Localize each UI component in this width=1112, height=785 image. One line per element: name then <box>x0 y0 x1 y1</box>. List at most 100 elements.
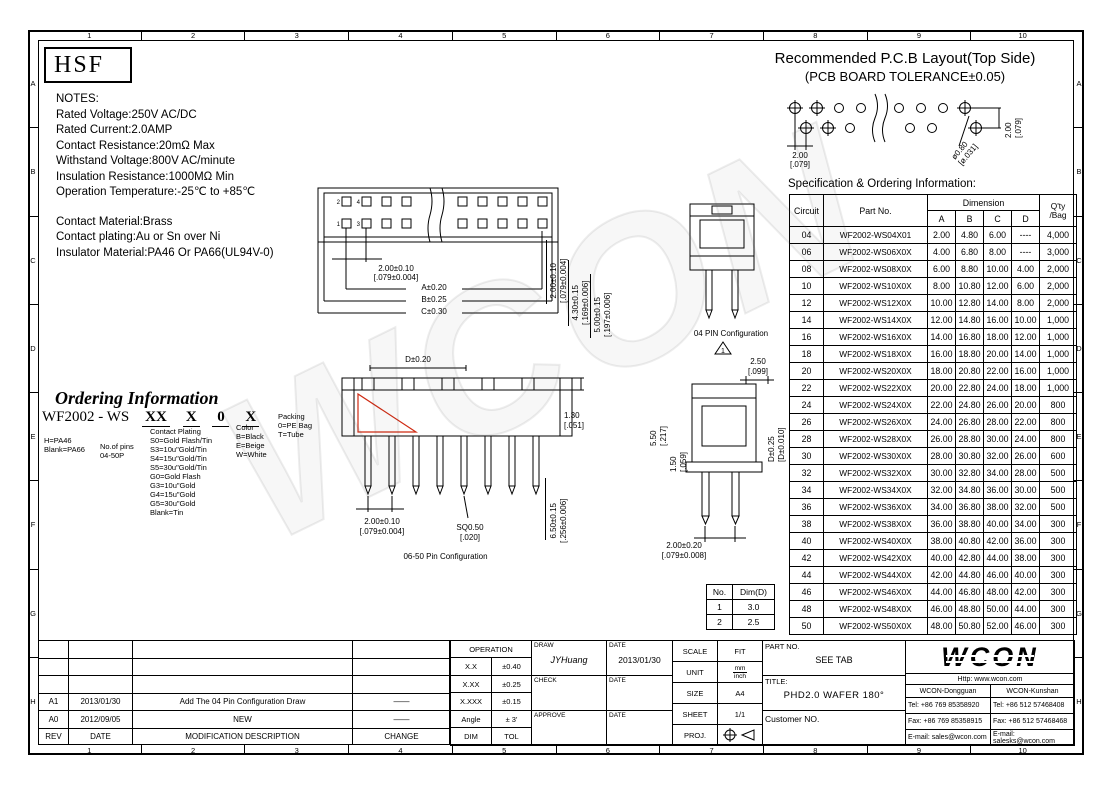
revision-cell: A1 <box>38 692 68 710</box>
spec-cell: 10.00 <box>1011 311 1040 329</box>
office-fax: Fax: +86 512 57468468 <box>990 713 1075 730</box>
date-label: DATE <box>609 677 626 684</box>
spec-cell: 44.00 <box>983 549 1012 567</box>
text-line: Rated Current:2.0AMP <box>56 124 173 136</box>
revision-cell: A0 <box>38 710 68 728</box>
spec-cell: 22.00 <box>983 362 1012 380</box>
spec-cell: WF2002-WS08X0X <box>823 260 928 278</box>
text-line: G4=15u"Gold <box>150 490 196 499</box>
spec-cell: 2,000 <box>1039 260 1077 278</box>
text-line: H=PA46 <box>44 436 72 445</box>
zone-label: E <box>28 392 38 480</box>
spec-cell: 20.00 <box>1011 396 1040 414</box>
dim-d: D±0.20 <box>405 355 431 364</box>
zone-label: D <box>28 303 38 392</box>
revision-cell <box>68 675 132 693</box>
tol-dim: Angle <box>450 710 492 728</box>
zone-label: B <box>1074 127 1084 215</box>
dim-h-inch: [.051] <box>564 421 584 430</box>
dim-text-inch: [.079±0.004] <box>558 258 568 303</box>
revision-cell <box>68 657 132 675</box>
spec-cell: WF2002-WS06X0X <box>823 243 928 261</box>
side-vdim-pin-length: 6.50±0.15 [.256±0.006] <box>549 499 568 543</box>
approve-date-cell: DATE <box>606 710 673 746</box>
zone-label: 9 <box>866 30 971 40</box>
revision-cell <box>352 657 450 675</box>
title-value: PHD2.0 WAFER 180° <box>783 690 885 701</box>
spec-cell: 1,000 <box>1039 362 1077 380</box>
ordering-slot-color: 0 <box>212 409 230 427</box>
revision-cell <box>132 640 352 658</box>
zone-label: 2 <box>140 745 245 755</box>
wafer-front-view: 2 4 1 3 2.00±0.10 [.079±0.004] A±0.20 B±… <box>317 187 559 316</box>
spec-cell: 38.00 <box>1011 549 1040 567</box>
spec-cell: 46.00 <box>983 566 1012 584</box>
text-line: Operation Temperature:-25℃ to +85℃ <box>56 186 256 198</box>
spec-cell: 6.00 <box>983 226 1012 244</box>
zone-label: A <box>30 79 36 89</box>
spec-cell: 12.80 <box>955 294 984 312</box>
office-tel: Tel: +86 769 85358920 <box>905 697 991 714</box>
spec-cell: 36.80 <box>955 498 984 516</box>
text-line: T=Tube <box>278 430 304 439</box>
dim-text: 6.50±0.15 <box>549 503 558 539</box>
spec-col-c: C <box>983 210 1012 227</box>
text-line: Insulator Material:PA46 Or PA66(UL94V-0) <box>56 246 274 259</box>
dim-left-1-inch: [.217] <box>659 426 668 446</box>
logo-stripe <box>946 655 1034 657</box>
spec-cell: 30.80 <box>955 447 984 465</box>
tol-footer-tol: TOL <box>491 727 532 746</box>
pin-number: 1 <box>337 222 341 228</box>
dim-pitch: 2.00±0.10 <box>364 517 400 526</box>
sheet-label: SHEET <box>672 703 718 725</box>
ordering-title: Ordering Information <box>55 388 219 408</box>
dimension-line <box>545 478 546 540</box>
text-line: S4=15u"Gold/Tin <box>150 454 207 463</box>
size-value: A4 <box>717 682 763 704</box>
spec-cell: 34.00 <box>927 498 956 516</box>
notes-electrical: Rated Voltage:250V AC/DC Rated Current:2.… <box>56 108 274 201</box>
zone-label: 8 <box>762 30 867 40</box>
spec-cell: 52.00 <box>983 617 1012 635</box>
pcb-dim-row-inch: [.079] <box>1014 118 1023 138</box>
spec-cell: 32.00 <box>983 447 1012 465</box>
revision-cell <box>38 675 68 693</box>
projection-symbol-icon <box>723 728 755 742</box>
text-line: B=Black <box>236 432 264 441</box>
spec-cell: WF2002-WS16X0X <box>823 328 928 346</box>
zone-label: 6 <box>555 30 660 40</box>
spec-cell: 28.00 <box>983 413 1012 431</box>
spec-cell: 18.00 <box>927 362 956 380</box>
revision-triangle-number: 1 <box>721 348 725 355</box>
revision-cell: MODIFICATION DESCRIPTION <box>132 727 352 745</box>
spec-cell: WF2002-WS42X0X <box>823 549 928 567</box>
spec-cell: 28.80 <box>955 430 984 448</box>
tol-val: ±0.40 <box>491 657 532 676</box>
spec-table: Circuit Part No. Dimension Q'ty /Bag A B… <box>789 194 1077 635</box>
pin-number: 3 <box>357 222 361 228</box>
dimension-line <box>568 260 569 326</box>
revision-cell: —— <box>352 710 450 728</box>
part-no-cell: PART NO. SEE TAB <box>762 640 906 676</box>
dim-top: 2.50 <box>750 357 766 366</box>
spec-cell: 46.00 <box>1011 617 1040 635</box>
draw-date-cell: DATE 2013/01/30 <box>606 640 673 676</box>
spec-cell: WF2002-WS04X01 <box>823 226 928 244</box>
zone-label: 5 <box>451 30 556 40</box>
spec-cell: 300 <box>1039 583 1077 601</box>
text-line: Rated Voltage:250V AC/DC <box>56 108 197 121</box>
spec-cell: 8.00 <box>983 243 1012 261</box>
spec-cell: 4,000 <box>1039 226 1077 244</box>
revision-cell: DATE <box>68 727 132 745</box>
office-tel: Tel: +86 512 57468408 <box>990 697 1075 714</box>
text-line: Contact plating:Au or Sn over Ni <box>56 231 221 243</box>
pcb-dim-pitch: 2.00 <box>792 151 808 160</box>
dim-d-cell: 1 <box>706 599 733 615</box>
spec-cell: 800 <box>1039 396 1077 414</box>
dim-bottom: 2.00±0.20 <box>666 541 702 550</box>
